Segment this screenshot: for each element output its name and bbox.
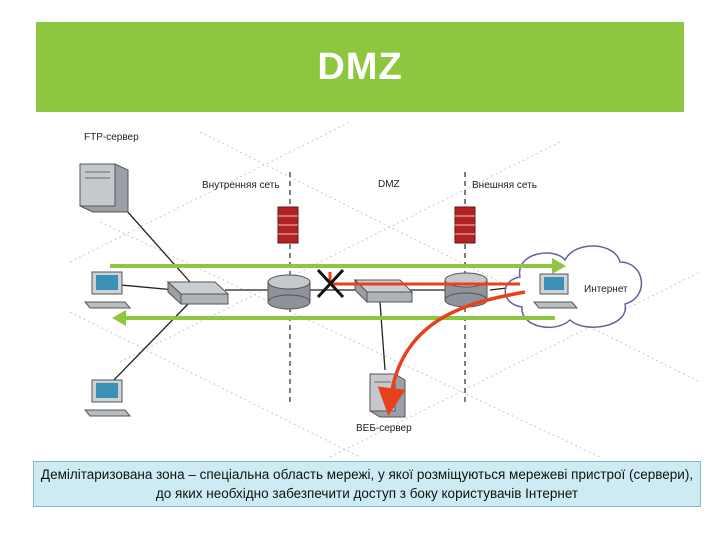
workstation-icon-internet	[532, 273, 579, 309]
web-server-icon	[369, 373, 406, 418]
caption-box: Демілітаризована зона – спеціальна облас…	[33, 461, 701, 507]
ftp-server-icon	[79, 163, 129, 213]
firewall-icon-external	[454, 206, 476, 244]
web-server-label: ВЕБ-сервер	[356, 423, 412, 434]
blocked-x-icon	[316, 268, 345, 299]
network-diagram: FTP-сервер Внутренняя сеть DMZ Внешняя с…	[0, 112, 720, 460]
internal-network-label: Внутренняя сеть	[202, 180, 280, 191]
internet-label: Интернет	[584, 284, 628, 295]
red-arrow-to-web-server	[377, 290, 526, 416]
workstation-icon-2	[83, 379, 132, 417]
page-title: DMZ	[317, 45, 403, 88]
firewall-icon-internal	[277, 206, 299, 244]
title-bar: DMZ	[36, 22, 684, 112]
ftp-server-label: FTP-сервер	[84, 132, 139, 143]
workstation-icon-1	[83, 271, 132, 309]
external-network-label: Внешняя сеть	[472, 180, 537, 191]
green-arrow-outbound	[112, 310, 555, 326]
dmz-label: DMZ	[378, 179, 400, 190]
diagram-canvas	[69, 121, 701, 458]
router-icon-internal	[267, 274, 311, 310]
caption-text: Демілітаризована зона – спеціальна облас…	[40, 467, 694, 501]
switch-icon-internal	[166, 280, 230, 306]
green-arrow-inbound	[110, 258, 566, 274]
background-grid	[69, 121, 701, 458]
